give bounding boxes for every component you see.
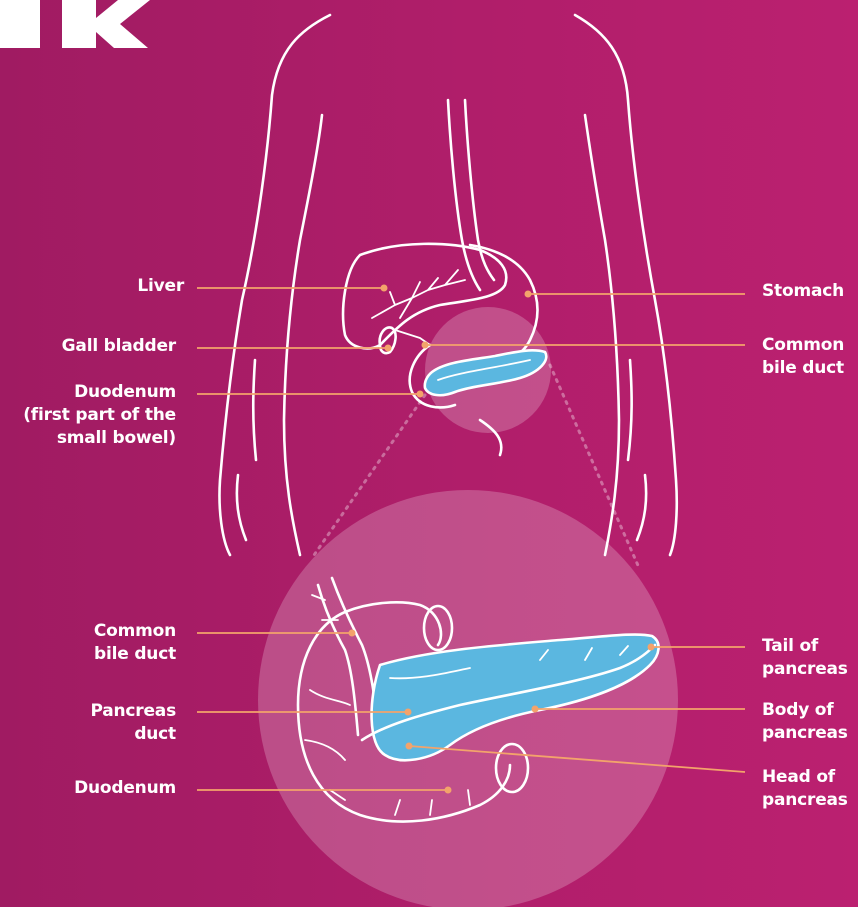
logo-mark [0, 0, 150, 48]
label-duodenum-first-part: Duodenum (first part of the small bowel) [23, 381, 176, 450]
label-duodenum: Duodenum [74, 777, 176, 800]
label-gall-bladder: Gall bladder [62, 335, 176, 358]
label-liver: Liver [137, 275, 184, 298]
label-pancreas-duct: Pancreas duct [90, 700, 176, 746]
label-common-bile-duct-upper: Common bile duct [762, 334, 844, 380]
label-stomach: Stomach [762, 280, 844, 303]
label-tail-of-pancreas: Tail of pancreas [762, 635, 848, 681]
label-body-of-pancreas: Body of pancreas [762, 699, 848, 745]
label-common-bile-duct-lower: Common bile duct [94, 620, 176, 666]
label-head-of-pancreas: Head of pancreas [762, 766, 848, 812]
